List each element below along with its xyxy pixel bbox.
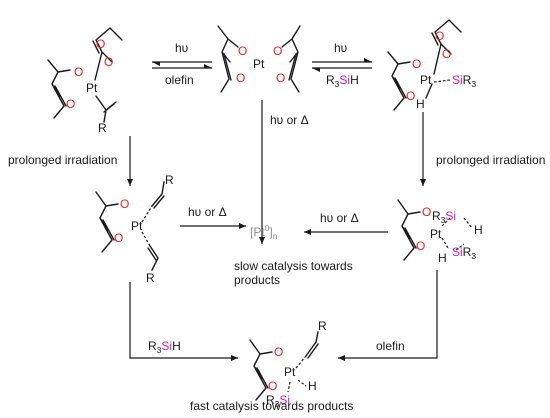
fast-catalysis-label: fast catalysis towards products — [190, 399, 353, 413]
pt-acac-silyl-hydride-molecule: O O O O Pt H SiR3 — [387, 19, 476, 111]
oxygen-atom: O — [104, 55, 113, 69]
hydrogen-atom: H — [416, 97, 425, 111]
platinum-atom: Pt — [131, 219, 143, 233]
platinum-atom: Pt — [86, 81, 98, 95]
oxygen-atom: O — [422, 205, 431, 219]
silane-label: R3SiH — [148, 339, 181, 355]
platinum-atom: Pt — [253, 57, 265, 71]
oxygen-atom: O — [435, 29, 444, 43]
hydrogen-atom: H — [474, 223, 483, 237]
oxygen-atom: O — [238, 44, 247, 58]
oxygen-atom: O — [96, 37, 105, 51]
r-group: R — [165, 173, 174, 187]
pt-acac-olefin-silyl-molecule: O O Pt R H R3Si — [249, 319, 327, 409]
platinum-atom: Pt — [420, 73, 432, 87]
platinum-atom: Pt — [430, 227, 442, 241]
pt0-nanoparticles-label: [Pt0]n — [250, 223, 278, 241]
hv-or-heat-label: hυ or Δ — [270, 113, 309, 127]
hv-label: hυ — [334, 41, 347, 55]
silyl-group: SiR3 — [452, 245, 476, 261]
olefin-addition-arrow — [338, 270, 438, 361]
r-group: R — [318, 319, 327, 333]
pt-acac-olefin-molecule: O O O O Pt R — [47, 27, 123, 135]
hv-or-heat-label: hυ or Δ — [320, 211, 359, 225]
prolonged-irradiation-label: prolonged irradiation — [436, 153, 545, 167]
pt-acac-bis-olefin-molecule: O O Pt R R — [95, 173, 174, 285]
pt-acac2-molecule: O O O O Pt — [217, 25, 301, 93]
r-group: R — [98, 121, 107, 135]
olefin-label: olefin — [376, 339, 405, 353]
oxygen-atom: O — [74, 65, 83, 79]
silyl-group: R3Si — [266, 393, 290, 409]
oxygen-atom: O — [416, 239, 425, 253]
oxygen-atom: O — [236, 71, 245, 85]
hydrogen-atom: H — [308, 379, 317, 393]
platinum-atom: Pt — [284, 365, 296, 379]
silyl-group: SiR3 — [452, 73, 476, 89]
hv-label: hυ — [175, 41, 188, 55]
silane-label: R3SiH — [326, 73, 359, 89]
oxygen-atom: O — [406, 89, 415, 103]
oxygen-atom: O — [114, 231, 123, 245]
hv-or-heat-label: hυ or Δ — [188, 205, 227, 219]
hydrogen-atom: H — [438, 251, 447, 265]
prolonged-irradiation-label: prolonged irradiation — [8, 153, 117, 167]
silane-addition-arrow — [129, 282, 238, 361]
oxygen-atom: O — [442, 47, 451, 61]
silyl-group: R3Si — [432, 209, 456, 225]
slow-catalysis-label-line2: products — [234, 273, 280, 287]
oxygen-atom: O — [274, 345, 283, 359]
oxygen-atom: O — [66, 97, 75, 111]
oxygen-atom: O — [276, 71, 285, 85]
r-group: R — [146, 271, 155, 285]
oxygen-atom: O — [273, 44, 282, 58]
pt-acac-bis-silyl-molecule: O O Pt R3Si H H SiR3 — [397, 199, 483, 265]
oxygen-atom: O — [412, 57, 421, 71]
oxygen-atom: O — [268, 379, 277, 393]
olefin-label: olefin — [165, 73, 194, 87]
oxygen-atom: O — [120, 197, 129, 211]
slow-catalysis-label: slow catalysis towards — [234, 259, 353, 273]
